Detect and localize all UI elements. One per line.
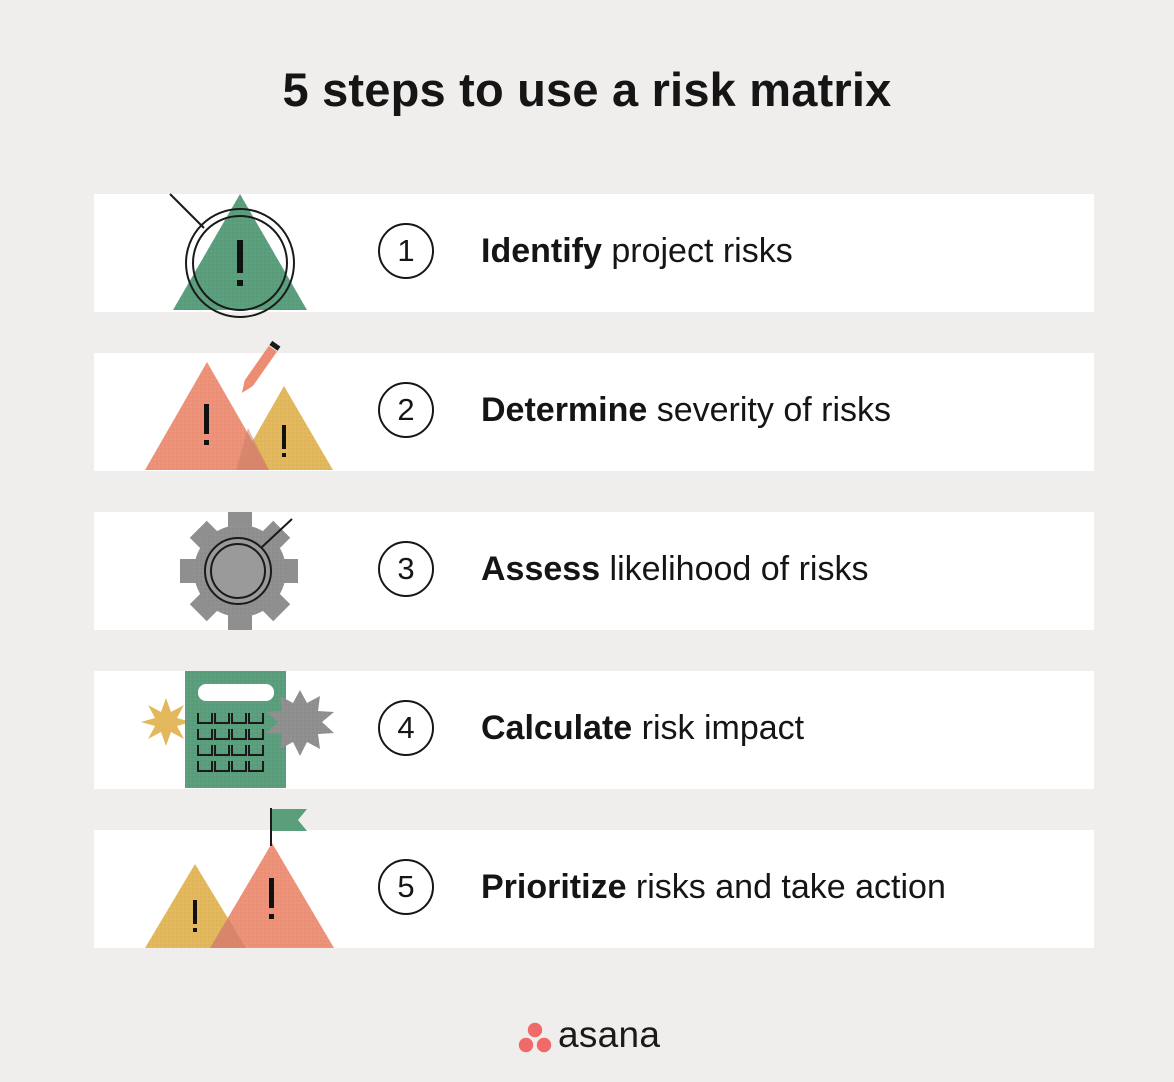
step-verb-4: Calculate bbox=[481, 709, 633, 747]
step-number-4: 4 bbox=[378, 700, 434, 756]
page-title: 5 steps to use a risk matrix bbox=[282, 63, 892, 116]
step-card-3: 3 Assess likelihood of risks bbox=[94, 512, 1094, 630]
step-number-1: 1 bbox=[378, 223, 434, 279]
step-number-3: 3 bbox=[378, 541, 434, 597]
step-verb-2: Determine bbox=[481, 391, 648, 429]
step-text-5: Prioritize risks and take action bbox=[481, 868, 946, 907]
step-rest-5: risks and take action bbox=[626, 868, 946, 906]
step-text-3: Assess likelihood of risks bbox=[481, 550, 868, 589]
brand-name: asana bbox=[558, 1014, 661, 1055]
step-rest-4: risk impact bbox=[632, 709, 805, 747]
step-verb-1: Identify bbox=[481, 232, 602, 270]
step-verb-5: Prioritize bbox=[481, 868, 627, 906]
asana-dots-icon bbox=[518, 1022, 552, 1053]
step-number-2: 2 bbox=[378, 382, 434, 438]
step-text-4: Calculate risk impact bbox=[481, 709, 804, 748]
step-text-1: Identify project risks bbox=[481, 232, 793, 271]
step-text-2: Determine severity of risks bbox=[481, 391, 891, 430]
step-card-4: 4 Calculate risk impact bbox=[94, 671, 1094, 789]
step-card-2: 2 Determine severity of risks bbox=[94, 353, 1094, 471]
step-rest-2: severity of risks bbox=[647, 391, 891, 429]
step-rest-1: project risks bbox=[601, 232, 793, 270]
asana-logo: asana bbox=[518, 1012, 678, 1060]
step-rest-3: likelihood of risks bbox=[600, 550, 869, 588]
step-card-1: 1 Identify project risks bbox=[94, 194, 1094, 312]
step-number-5: 5 bbox=[378, 859, 434, 915]
step-verb-3: Assess bbox=[481, 550, 601, 588]
step-card-5: 5 Prioritize risks and take action bbox=[94, 830, 1094, 948]
